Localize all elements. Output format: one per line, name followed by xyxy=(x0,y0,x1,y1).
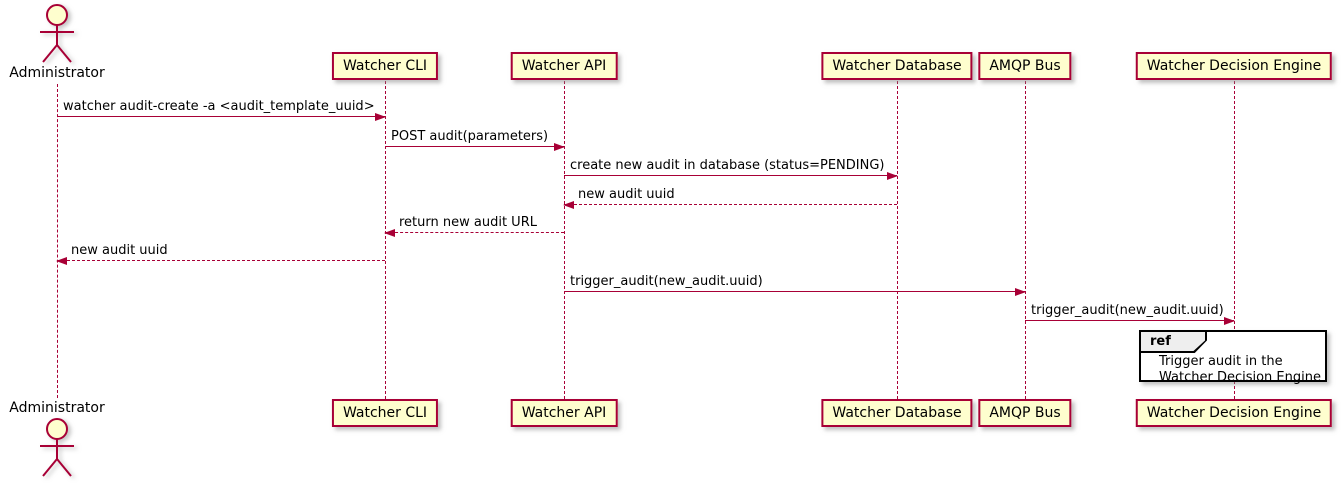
participant-watcher-decision-engine-top: Watcher Decision Engine xyxy=(1135,52,1333,80)
participant-watcher-decision-engine-bottom: Watcher Decision Engine xyxy=(1135,399,1333,427)
actor-icon xyxy=(40,4,74,63)
message-label: trigger_audit(new_audit.uuid) xyxy=(1031,303,1224,318)
participant-amqp-bus-bottom: AMQP Bus xyxy=(978,399,1072,427)
participant-watcher-api-top: Watcher API xyxy=(510,52,618,80)
actor-label-bottom: Administrator xyxy=(9,400,105,416)
message-label: POST audit(parameters) xyxy=(391,129,549,144)
lifeline-watcher-api xyxy=(564,81,565,399)
ref-tab-label: ref xyxy=(1141,332,1205,351)
lifeline-watcher-database xyxy=(897,81,898,399)
message-line xyxy=(57,260,385,261)
arrowhead-icon xyxy=(56,257,67,265)
message-line xyxy=(564,291,1025,292)
arrowhead-icon xyxy=(375,113,386,121)
actor-label-top: Administrator xyxy=(9,65,105,81)
message-create-audit-db: create new audit in database (status=PEN… xyxy=(564,155,898,180)
message-return-audit-url: return new audit URL xyxy=(384,212,564,237)
ref-text-line2: Watcher Decision Engine xyxy=(1159,370,1321,385)
arrowhead-icon xyxy=(384,229,395,237)
ref-tab: ref xyxy=(1139,330,1207,353)
lifeline-amqp-bus xyxy=(1025,81,1026,399)
lifeline-administrator xyxy=(57,84,58,398)
message-line xyxy=(57,116,385,117)
ref-fragment: ref Trigger audit in the Watcher Decisio… xyxy=(1139,330,1327,385)
ref-text-line1: Trigger audit in the xyxy=(1159,354,1283,369)
message-line xyxy=(385,232,564,233)
arrowhead-icon xyxy=(554,143,565,151)
message-audit-create: watcher audit-create -a <audit_template_… xyxy=(57,96,386,121)
message-line xyxy=(564,175,897,176)
lifeline-watcher-cli xyxy=(385,81,386,399)
actor-icon xyxy=(40,418,74,477)
message-label: return new audit URL xyxy=(399,215,537,230)
arrowhead-icon xyxy=(1224,317,1235,325)
message-post-audit: POST audit(parameters) xyxy=(385,126,565,151)
participant-watcher-cli-bottom: Watcher CLI xyxy=(331,399,439,427)
lifeline-watcher-decision-engine xyxy=(1234,81,1235,399)
participant-watcher-database-top: Watcher Database xyxy=(821,52,973,80)
message-label: trigger_audit(new_audit.uuid) xyxy=(570,274,763,289)
message-label: new audit uuid xyxy=(71,243,168,258)
participant-watcher-cli-top: Watcher CLI xyxy=(331,52,439,80)
message-new-audit-uuid-cli: new audit uuid xyxy=(56,240,385,265)
arrowhead-icon xyxy=(1015,288,1026,296)
message-label: create new audit in database (status=PEN… xyxy=(570,158,885,173)
ref-body: Trigger audit in the Watcher Decision En… xyxy=(1159,354,1321,386)
message-trigger-audit-amqp: trigger_audit(new_audit.uuid) xyxy=(564,271,1026,296)
message-new-audit-uuid-db: new audit uuid xyxy=(563,184,897,209)
participant-watcher-api-bottom: Watcher API xyxy=(510,399,618,427)
message-label: watcher audit-create -a <audit_template_… xyxy=(63,99,375,114)
message-label: new audit uuid xyxy=(578,187,675,202)
arrowhead-icon xyxy=(887,172,898,180)
message-line xyxy=(385,146,564,147)
message-line xyxy=(1025,320,1234,321)
message-trigger-audit-engine: trigger_audit(new_audit.uuid) xyxy=(1025,300,1235,325)
arrowhead-icon xyxy=(563,201,574,209)
message-line xyxy=(564,204,897,205)
participant-amqp-bus-top: AMQP Bus xyxy=(978,52,1072,80)
participant-watcher-database-bottom: Watcher Database xyxy=(821,399,973,427)
